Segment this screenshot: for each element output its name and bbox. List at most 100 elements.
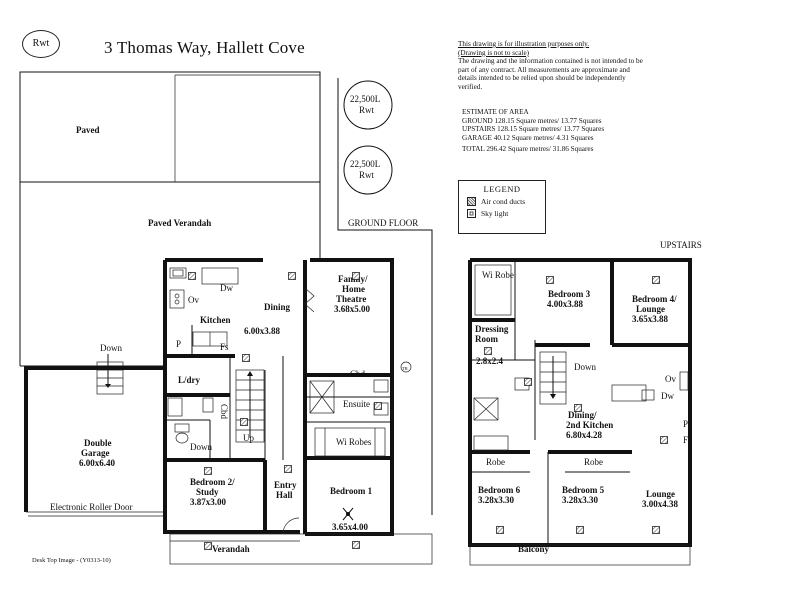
estimate-ground: GROUND 128.15 Square metres/ 13.77 Squar… — [462, 116, 602, 125]
legend: LEGEND Air cond ducts Sky light — [458, 180, 546, 234]
estimate-of-area: ESTIMATE OF AREA GROUND 128.15 Square me… — [462, 108, 604, 154]
bedroom-1-label: Bedroom 1 — [330, 486, 373, 496]
ground-floor-heading: GROUND FLOOR — [348, 218, 418, 228]
dressing-room-dims: 2.8x2.4 — [476, 356, 504, 366]
legend-item-label: Air cond ducts — [481, 197, 526, 206]
estimate-total: TOTAL 296.42 Square metres/ 31.86 Square… — [462, 145, 594, 154]
garage-name: Double — [84, 438, 112, 448]
bedroom-1-dims: 3.65x4.00 — [332, 522, 369, 532]
verandah-label: Verandah — [212, 544, 250, 554]
pantry-label: P — [176, 339, 181, 349]
bedroom-5-label: Bedroom 5 — [562, 485, 605, 495]
bedroom-5-dims: 3.28x3.30 — [562, 495, 599, 505]
dining-2-label-1: Dining/ — [568, 410, 597, 420]
wi-robe-shelf — [474, 264, 512, 316]
bedroom-6-label: Bedroom 6 — [478, 485, 521, 495]
upstairs-fridge-label: Fs — [683, 435, 692, 445]
upstairs-down-label: Down — [574, 362, 596, 372]
kitchen-label: Kitchen — [200, 315, 231, 325]
sky-light-icon — [467, 209, 476, 218]
balcony-label: Balcony — [518, 544, 550, 554]
bedroom-6-dims: 3.28x3.30 — [478, 495, 515, 505]
disclaimer-body: The drawing and the information containe… — [458, 57, 643, 91]
upstairs-stairs — [539, 351, 567, 405]
bedroom-3-dims: 4.00x3.88 — [547, 299, 584, 309]
ceiling-fan-icon — [342, 507, 354, 521]
entry-label-2: Hall — [276, 490, 293, 500]
ground-floor-walls — [163, 258, 394, 536]
robe-1-label: Robe — [486, 457, 505, 467]
down-label: Down — [100, 343, 122, 353]
up-label: Up — [243, 433, 254, 443]
dressing-room-label-2: Room — [475, 334, 498, 344]
wi-robes-label: Wi Robes — [336, 437, 372, 447]
upstairs-dw-label: Dw — [661, 391, 674, 401]
legend-heading: LEGEND — [483, 184, 521, 194]
entry-door-swing — [282, 517, 300, 535]
estimate-heading: ESTIMATE OF AREA — [462, 108, 529, 116]
estimate-garage: GARAGE 40.12 Square metres/ 4.31 Squares — [462, 133, 594, 142]
tank-1-capacity: 22,500L — [350, 94, 380, 104]
roller-door-label: Electronic Roller Door — [50, 502, 132, 512]
family-dims: 3.68x5.00 — [334, 304, 371, 314]
fridge-space-label: Fs — [220, 342, 229, 352]
dining-2-dims: 6.80x4.28 — [566, 430, 603, 440]
ensuite-label: Ensuite — [343, 399, 370, 409]
page-title: 3 Thomas Way, Hallett Cove — [104, 38, 305, 57]
legend-item-air-cond: Air cond ducts — [467, 197, 545, 206]
upstairs-bathroom-fixtures — [473, 377, 530, 451]
disclaimer-line-1: This drawing is for illustration purpose… — [458, 40, 590, 48]
kitchen-fixtures — [169, 267, 239, 347]
lounge-label: Lounge — [646, 489, 675, 499]
laundry-fixtures — [167, 397, 214, 417]
entry-label-1: Entry — [274, 480, 297, 490]
upstairs-pantry-label: P — [683, 419, 688, 429]
tap-icon — [400, 361, 412, 373]
ground-stairs — [235, 369, 265, 443]
bifold-door — [304, 287, 315, 313]
second-kitchen-fixtures — [611, 371, 689, 402]
dressing-room-label-1: Dressing — [475, 324, 509, 334]
cbd-1-label: Cbd — [219, 404, 229, 420]
estimate-upstairs: UPSTAIRS 128.15 Square metres/ 13.77 Squ… — [462, 125, 605, 134]
toilet — [174, 423, 190, 444]
dining-label: Dining — [264, 302, 291, 312]
kitchen-dw-label: Dw — [220, 283, 233, 293]
bedroom-3-label: Bedroom 3 — [548, 289, 591, 299]
bedroom-2-label-1: Bedroom 2/ — [190, 477, 235, 487]
double-garage: Double Garage 6.00x6.40 Electronic Rolle… — [24, 366, 165, 517]
balcony — [469, 544, 691, 566]
garage-name-2: Garage — [81, 448, 110, 458]
wi-robe-label: Wi Robe — [482, 270, 514, 280]
walk-in-robes — [314, 427, 386, 457]
family-label-2: Home — [342, 284, 365, 294]
footer-caption: Desk Top Image - (Y0313-10) — [32, 557, 111, 564]
bedroom-2-label-2: Study — [196, 487, 219, 497]
front-verandah — [169, 533, 433, 565]
rainwater-tank-1: 22,500L Rwt — [343, 80, 393, 130]
garage-steps: Down — [96, 343, 124, 395]
family-label-3: Theatre — [336, 294, 366, 304]
bedroom-2-dims: 3.87x3.00 — [190, 497, 227, 507]
lounge-dims: 3.00x4.38 — [642, 499, 679, 509]
tank-2-label: Rwt — [359, 170, 375, 180]
tank-1-label: Rwt — [359, 105, 375, 115]
legend-item-sky-light: Sky light — [467, 209, 545, 218]
dining-2-label-2: 2nd Kitchen — [566, 420, 613, 430]
cbd-2-label: Cbd — [350, 369, 366, 379]
upstairs-heading: UPSTAIRS — [660, 240, 702, 250]
disclaimer: This drawing is for illustration purpose… — [458, 40, 648, 92]
bedroom-4-label-1: Bedroom 4/ — [632, 294, 677, 304]
laundry-label: L/dry — [178, 375, 201, 385]
upstairs-oven-label: Ov — [665, 374, 676, 384]
disclaimer-line-2: (Drawing is not to scale) — [458, 48, 530, 57]
rwt-badge: Rwt — [22, 30, 60, 58]
garage-dims: 6.00x6.40 — [79, 458, 116, 468]
paved-verandah-label: Paved Verandah — [148, 218, 211, 228]
robe-2-label: Robe — [584, 457, 603, 467]
rainwater-tank-2: 22,500L Rwt — [343, 145, 393, 195]
legend-item-label: Sky light — [481, 209, 509, 218]
tap-label: TR — [402, 366, 408, 371]
bedroom-4-label-2: Lounge — [636, 304, 665, 314]
